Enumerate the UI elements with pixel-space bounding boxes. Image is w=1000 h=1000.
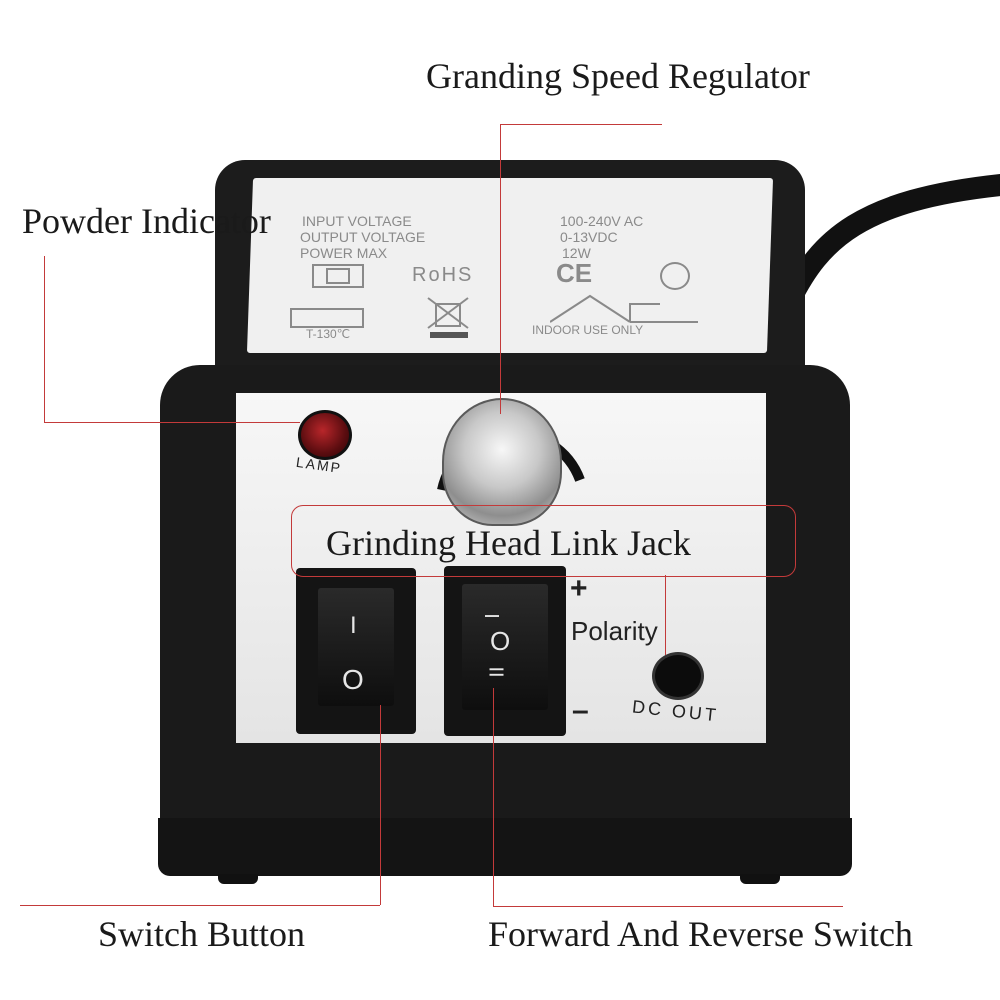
direction-leader-h xyxy=(493,906,843,907)
link-jack-box xyxy=(291,505,796,577)
output-voltage-label: OUTPUT VOLTAGE xyxy=(300,229,426,245)
polarity-plus: + xyxy=(570,572,588,605)
indoor-house-icon xyxy=(550,294,698,323)
foot-left xyxy=(218,874,258,884)
device-base xyxy=(158,818,852,876)
polarity-minus: – xyxy=(572,694,589,727)
switch-leader-v xyxy=(380,705,381,905)
direction-leader-v xyxy=(493,688,494,906)
foot-right xyxy=(740,874,780,884)
double-insulation-icon-inner xyxy=(326,268,350,284)
dc-out-jack[interactable] xyxy=(652,652,704,700)
input-voltage-label: INPUT VOLTAGE xyxy=(302,213,412,229)
direction-glyph-center: O xyxy=(490,626,511,656)
link-jack-leader-h xyxy=(665,575,666,655)
lamp-indicator xyxy=(298,410,352,460)
safety-icon xyxy=(660,262,690,290)
output-voltage-value: 0-13VDC xyxy=(560,229,618,245)
power-off-glyph: O xyxy=(342,664,364,695)
powder-leader-h xyxy=(44,422,300,423)
direction-glyph-two: II xyxy=(484,666,507,678)
speed-leader-v xyxy=(500,124,501,414)
speed-regulator-knob[interactable] xyxy=(442,398,562,526)
power-max-label: POWER MAX xyxy=(300,245,388,261)
fuse-icon xyxy=(290,308,364,328)
rohs-mark: RoHS xyxy=(412,264,474,286)
temp-rating: T-130℃ xyxy=(306,327,351,341)
forward-reverse-callout: Forward And Reverse Switch xyxy=(488,914,913,954)
link-jack-callout: Grinding Head Link Jack xyxy=(326,523,691,563)
switch-leader-h xyxy=(20,905,380,906)
power-max-value: 12W xyxy=(562,245,591,261)
switch-button-callout: Switch Button xyxy=(98,914,306,954)
speed-leader-h xyxy=(500,124,662,125)
power-switch-button[interactable] xyxy=(318,588,394,706)
direction-glyph-one: I xyxy=(479,613,502,619)
indoor-use-label: INDOOR USE ONLY xyxy=(532,323,644,337)
ce-mark: CE xyxy=(556,258,593,288)
powder-indicator-callout: Powder Indicator xyxy=(22,201,271,241)
weee-bin-icon xyxy=(427,297,469,338)
double-insulation-icon xyxy=(312,264,364,288)
input-voltage-value: 100-240V AC xyxy=(560,213,644,229)
speed-regulator-callout: Granding Speed Regulator xyxy=(426,56,810,96)
power-on-glyph: I xyxy=(350,612,357,639)
polarity-label: Polarity xyxy=(571,616,658,646)
powder-leader-v xyxy=(44,256,45,423)
direction-switch-button[interactable] xyxy=(462,584,548,710)
